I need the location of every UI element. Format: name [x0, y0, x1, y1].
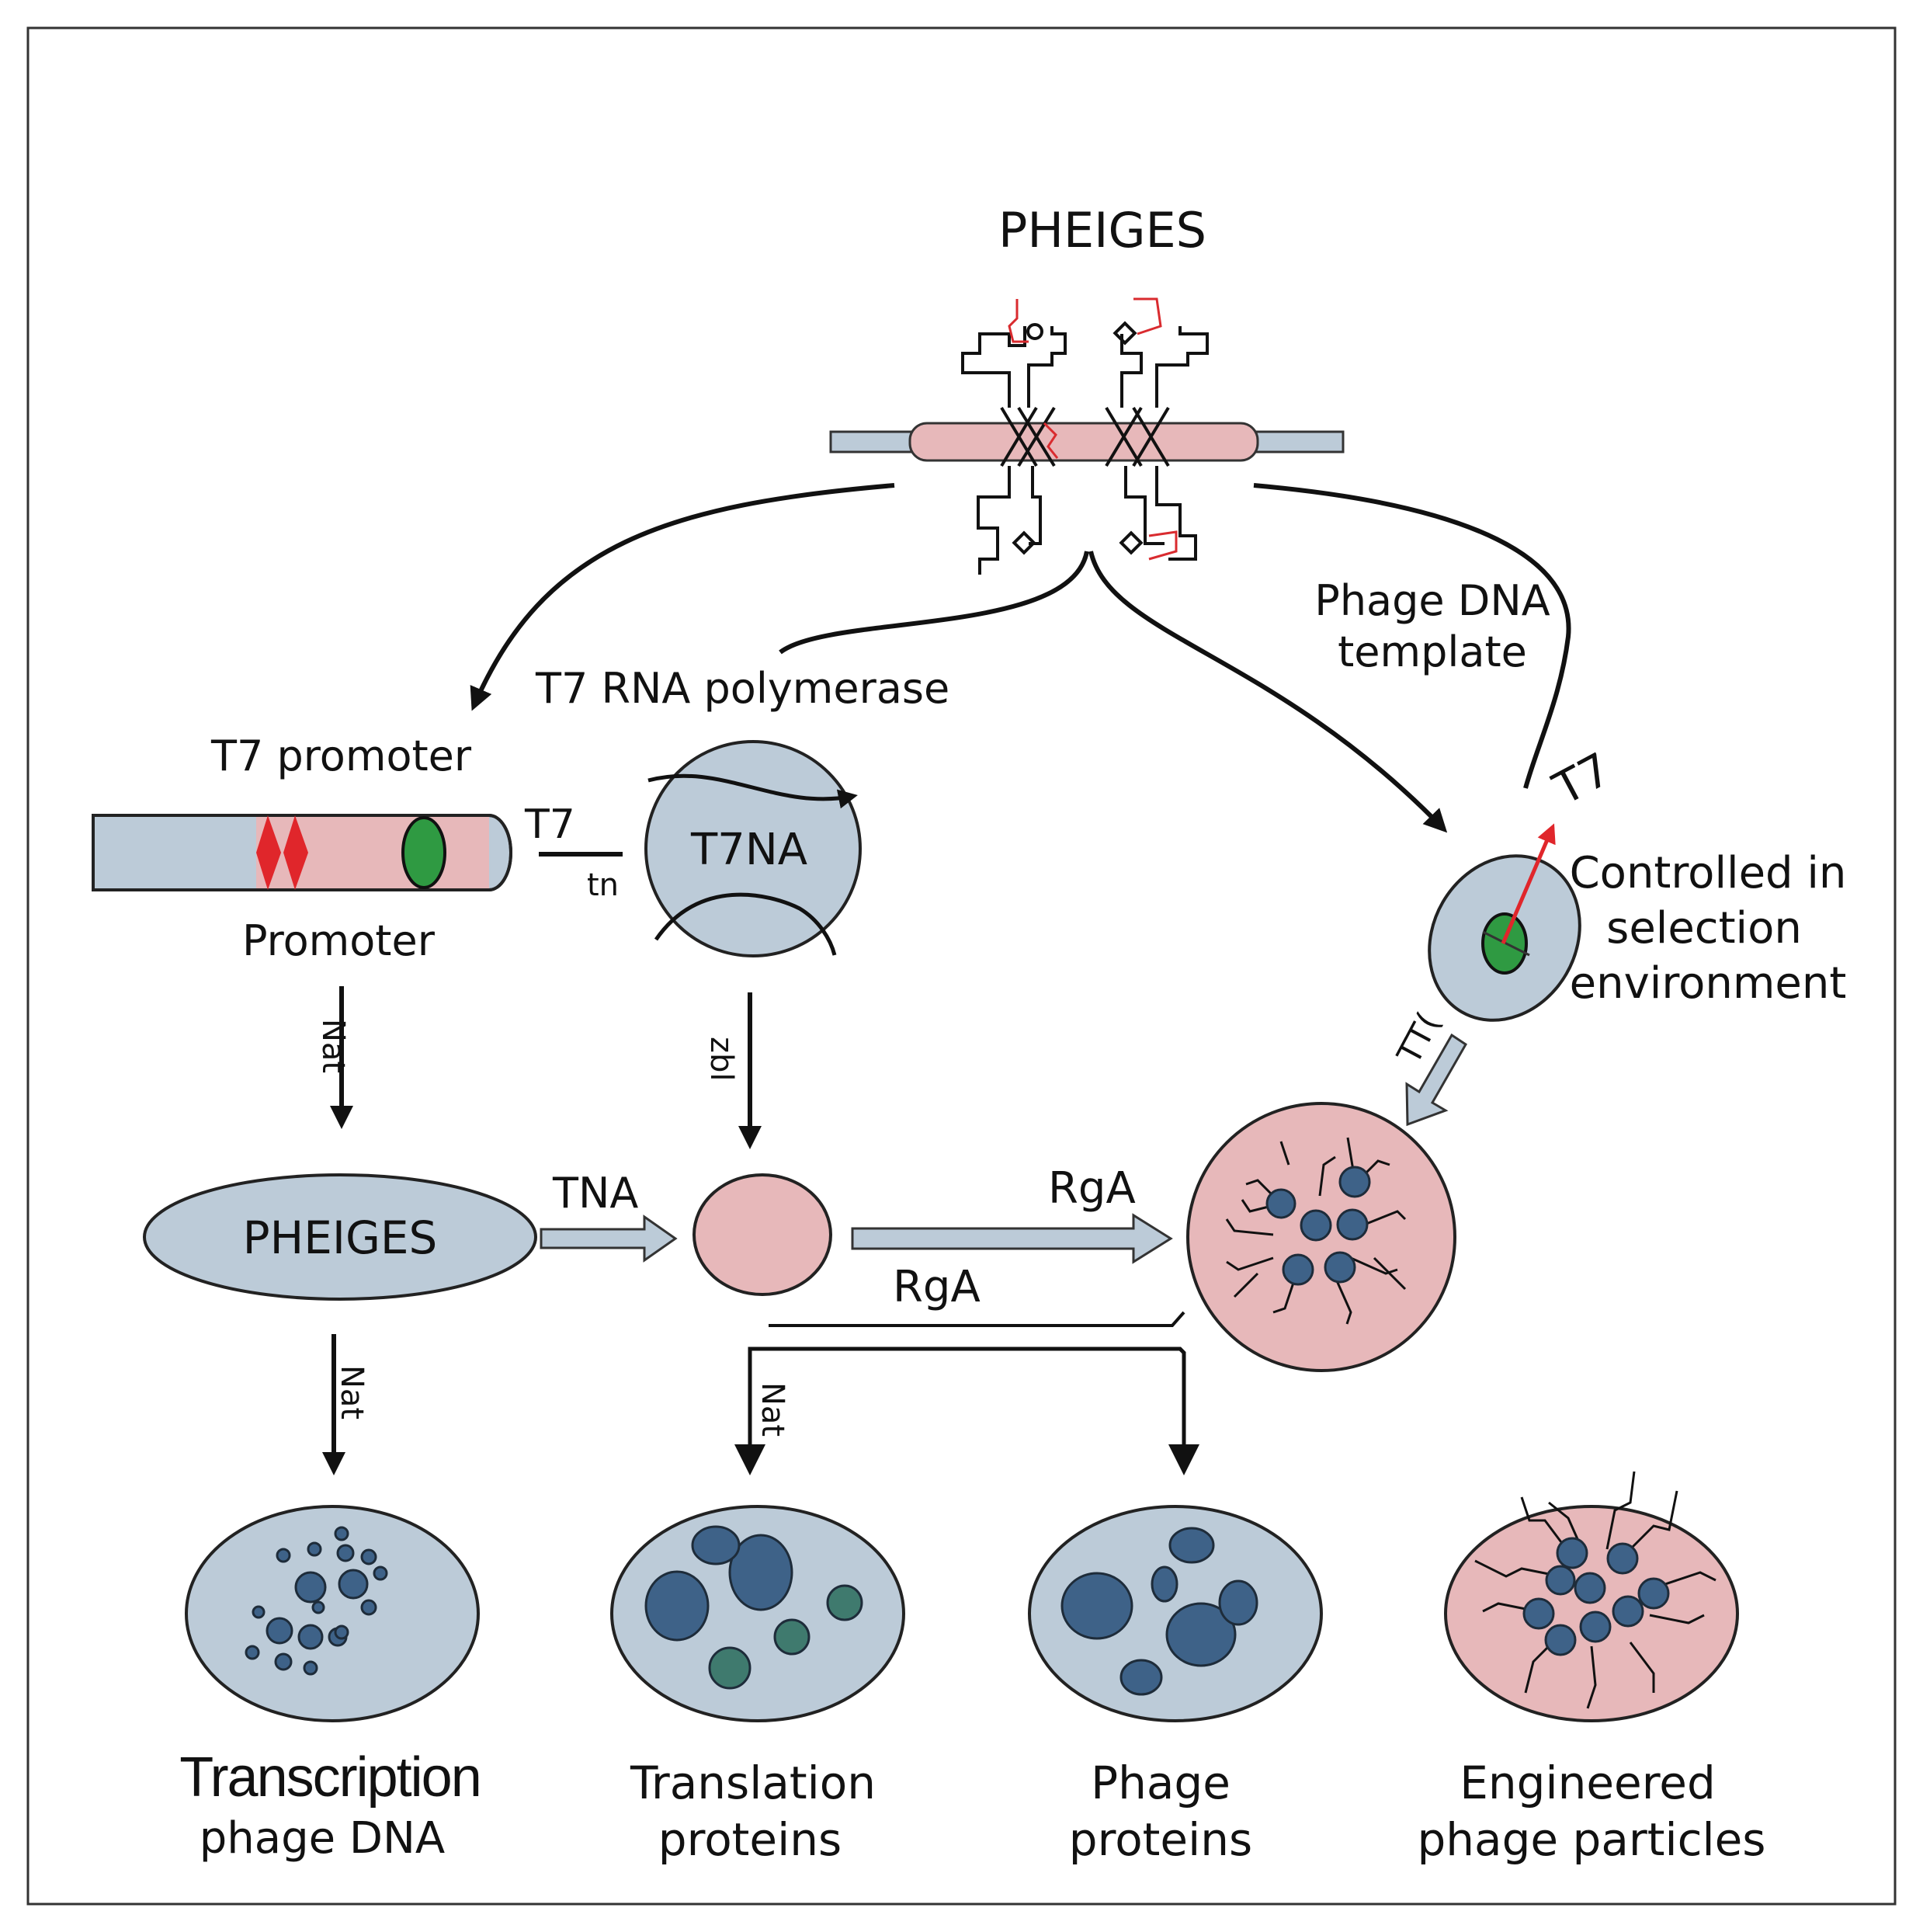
label-promoter: Promoter: [242, 916, 435, 965]
caption-transcription-line2: phage DNA: [199, 1813, 446, 1864]
oval-transcription: [185, 1505, 480, 1722]
rga-bracket: [769, 1311, 1185, 1327]
label-controlled-3: environment: [1569, 958, 1847, 1009]
diagram-title: PHEIGES: [998, 202, 1207, 259]
label-t7na: T7NA: [690, 825, 808, 875]
rna-node: [692, 1173, 832, 1296]
hollow-arrow-rga: [851, 1213, 1173, 1264]
label-controlled-2: selection: [1606, 903, 1802, 954]
caption-phage-proteins-line2: proteins: [1068, 1813, 1253, 1866]
label-rga-bottom: RgA: [893, 1262, 981, 1312]
caption-translation-line1: Translation: [630, 1757, 876, 1809]
t7na-circle: [644, 740, 862, 957]
caption-engineered-line1: Engineered: [1460, 1757, 1716, 1809]
label-zbl: zbl: [703, 1037, 739, 1082]
branch-curve: [779, 551, 1089, 655]
arrowhead-phage-proteins: [1168, 1444, 1199, 1475]
oval-engineered-particles: [1444, 1471, 1739, 1722]
label-phage-dna-template-1: Phage DNA: [1314, 576, 1550, 625]
label-rga-top: RgA: [1048, 1163, 1136, 1214]
label-t7-promoter: T7 promoter: [211, 731, 472, 780]
caption-phage-proteins-line1: Phage: [1091, 1757, 1231, 1809]
phage-cluster: [1186, 1102, 1456, 1372]
label-tna: TNA: [553, 1169, 639, 1218]
branch-arrows: [748, 1346, 1186, 1471]
caption-transcription-line1: Transcription: [179, 1746, 481, 1809]
label-controlled-1: Controlled in: [1569, 848, 1847, 898]
curve-phage-dna-template: [1253, 483, 1571, 789]
label-nat-3: Nat: [755, 1382, 790, 1437]
top-dna-construct: [829, 297, 1345, 575]
arrowhead-translation: [734, 1444, 765, 1475]
selection-cell: [1428, 823, 1581, 1022]
arrow-to-promoter: [470, 483, 895, 711]
border-frame: [26, 26, 1897, 1906]
oval-translation: [610, 1505, 905, 1722]
label-nat-2: Nat: [334, 1365, 370, 1420]
arrow-to-selection: [1088, 551, 1448, 833]
label-nat-1: Nat: [315, 1019, 351, 1074]
label-tn: tn: [587, 867, 620, 903]
hollow-arrow-selection: [1405, 1033, 1467, 1127]
pheiges-node: [143, 1173, 537, 1301]
label-t7-rna-polymerase: T7 RNA polymerase: [536, 664, 950, 713]
label-t7-short: T7: [525, 801, 575, 848]
oval-phage-proteins: [1028, 1505, 1323, 1722]
label-phage-dna-template-2: template: [1338, 627, 1527, 676]
t7-promoter-construct: [92, 814, 512, 891]
hollow-arrow-tna: [540, 1214, 678, 1263]
label-pheiges-node: PHEIGES: [242, 1211, 438, 1264]
caption-translation-line2: proteins: [658, 1813, 842, 1866]
caption-engineered-line2: phage particles: [1417, 1813, 1766, 1866]
